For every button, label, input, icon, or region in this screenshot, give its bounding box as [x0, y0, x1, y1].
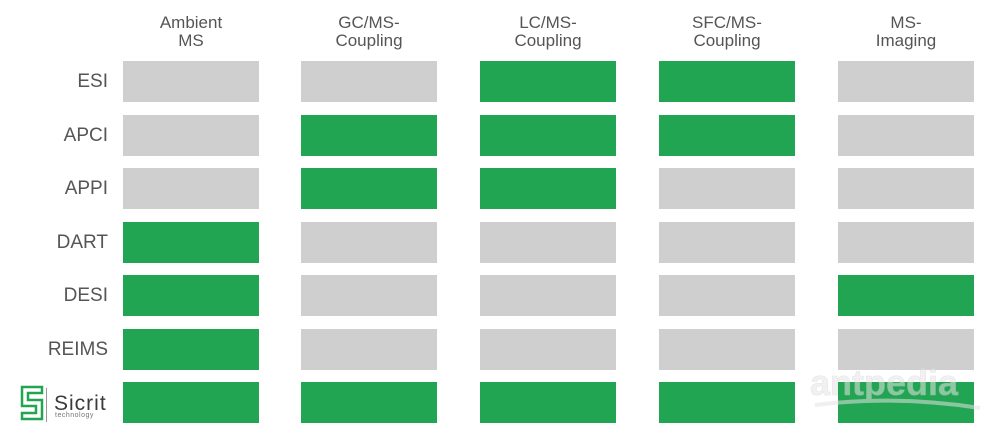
cell-not-compatible: [659, 275, 795, 316]
column-header: MS-Imaging: [831, 14, 981, 50]
column-header-line1: GC/MS-: [338, 13, 400, 32]
row-label: APPI: [64, 178, 108, 199]
cell-compatible: [123, 222, 259, 263]
cell-compatible: [480, 168, 616, 209]
column-header-line2: Coupling: [335, 31, 403, 50]
column-header: GC/MS-Coupling: [294, 14, 444, 50]
cell-not-compatible: [659, 329, 795, 370]
column-header-line2: MS: [178, 31, 204, 50]
cell-not-compatible: [480, 222, 616, 263]
cell-compatible: [480, 382, 616, 423]
cell-compatible: [301, 168, 437, 209]
cell-not-compatible: [838, 115, 974, 156]
cell-not-compatible: [838, 168, 974, 209]
logo-divider: [46, 388, 47, 422]
column-header-line2: Coupling: [514, 31, 582, 50]
column-header-line1: Ambient: [159, 13, 223, 32]
cell-not-compatible: [123, 61, 259, 102]
cell-compatible: [480, 61, 616, 102]
column-header-line2: Imaging: [875, 31, 937, 50]
watermark-text: antpedia: [810, 362, 959, 403]
row-label: ESI: [77, 71, 108, 92]
row-label: DESI: [63, 285, 108, 306]
logo-name: Sicrit: [54, 392, 107, 415]
cell-compatible: [301, 382, 437, 423]
cell-not-compatible: [659, 168, 795, 209]
cell-compatible: [123, 329, 259, 370]
cell-compatible: [301, 115, 437, 156]
cell-not-compatible: [838, 61, 974, 102]
column-header-line1: SFC/MS-: [692, 13, 762, 32]
row-label: APCI: [63, 125, 108, 146]
cell-compatible: [659, 382, 795, 423]
cell-compatible: [659, 115, 795, 156]
cell-not-compatible: [123, 115, 259, 156]
logo-tagline: technology: [55, 412, 94, 419]
cell-not-compatible: [838, 222, 974, 263]
cell-compatible: [838, 275, 974, 316]
antpedia-watermark: antpedia: [810, 362, 981, 410]
cell-not-compatible: [123, 168, 259, 209]
cell-compatible: [480, 115, 616, 156]
cell-compatible: [123, 382, 259, 423]
cell-not-compatible: [301, 275, 437, 316]
cell-not-compatible: [480, 275, 616, 316]
column-header-line1: MS-: [890, 13, 922, 32]
cell-not-compatible: [480, 329, 616, 370]
cell-not-compatible: [301, 61, 437, 102]
column-header: LC/MS-Coupling: [473, 14, 623, 50]
cell-not-compatible: [838, 329, 974, 370]
cell-compatible: [123, 275, 259, 316]
cell-not-compatible: [301, 222, 437, 263]
cell-compatible: [659, 61, 795, 102]
column-header-line2: Coupling: [693, 31, 761, 50]
column-header: SFC/MS-Coupling: [652, 14, 802, 50]
row-label: DART: [56, 232, 108, 253]
cell-not-compatible: [659, 222, 795, 263]
row-label: REIMS: [47, 339, 108, 360]
sicrit-s-icon: [20, 385, 44, 421]
cell-not-compatible: [301, 329, 437, 370]
column-header-line1: LC/MS-: [519, 13, 577, 32]
